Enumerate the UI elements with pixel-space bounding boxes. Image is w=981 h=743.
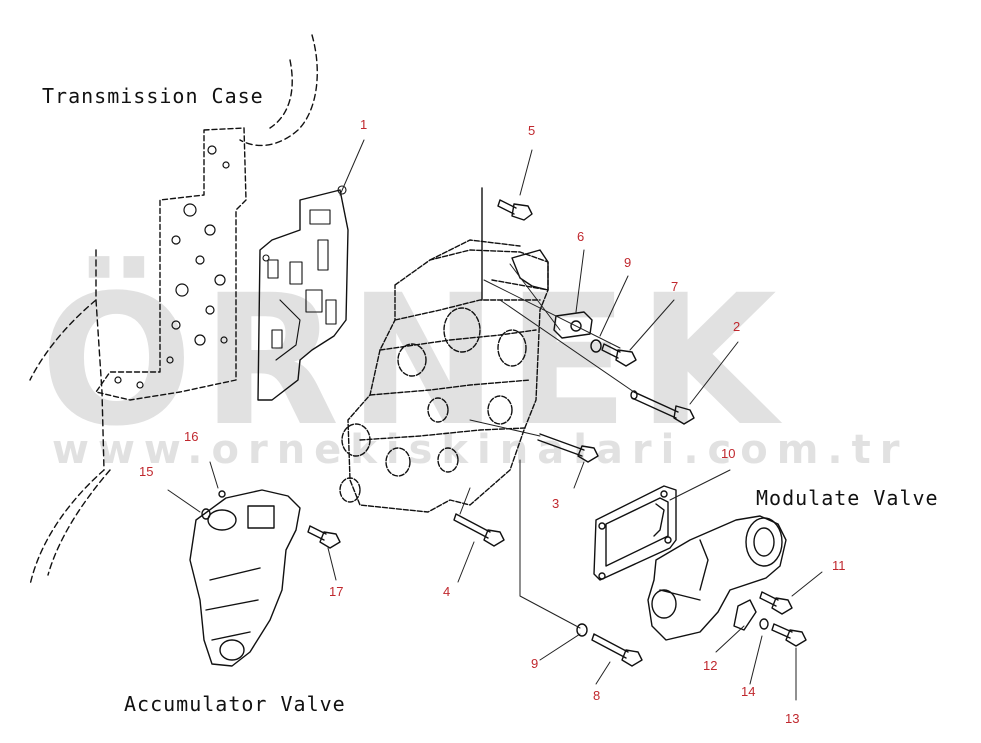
bolt-17 xyxy=(307,525,341,549)
label-transmission-case: Transmission Case xyxy=(42,84,264,108)
callout-9-lower: 9 xyxy=(531,656,539,671)
bolt-13 xyxy=(771,623,807,647)
callout-1: 1 xyxy=(360,117,368,132)
bolt-7 xyxy=(601,343,637,367)
case-plate xyxy=(95,127,247,401)
accumulator-valve-body xyxy=(189,489,301,667)
callout-9-upper: 9 xyxy=(624,255,632,270)
plate-12 xyxy=(733,599,757,631)
bolt-5 xyxy=(497,199,533,221)
bolt-8 xyxy=(591,633,643,667)
callout-11: 11 xyxy=(832,558,846,573)
callout-2: 2 xyxy=(733,319,741,334)
watermark-url: www.ornekiskinalari.com.tr xyxy=(52,427,909,473)
plug-6 xyxy=(553,311,593,339)
callout-17: 17 xyxy=(329,584,344,599)
callout-7: 7 xyxy=(671,279,679,294)
washer-9-lower xyxy=(576,623,588,637)
bolt-4 xyxy=(453,513,505,547)
label-accumulator-valve: Accumulator Valve xyxy=(124,692,346,716)
callout-8: 8 xyxy=(593,688,601,703)
washer-14 xyxy=(759,618,769,630)
callout-14: 14 xyxy=(741,684,756,699)
leader-lines xyxy=(167,139,823,701)
label-modulate-valve: Modulate Valve xyxy=(756,486,939,510)
modulate-valve-body xyxy=(647,515,787,641)
main-valve-body xyxy=(339,239,549,513)
separator-plate xyxy=(257,185,349,401)
watermark-brand: ÖRNEK xyxy=(40,257,785,466)
callout-3: 3 xyxy=(552,496,560,511)
callout-15: 15 xyxy=(139,464,154,479)
washer-9-upper xyxy=(590,339,602,353)
bolt-11 xyxy=(759,591,793,615)
callout-5: 5 xyxy=(528,123,536,138)
callout-4: 4 xyxy=(443,584,451,599)
bolt-2 xyxy=(630,390,695,425)
callout-12: 12 xyxy=(703,658,718,673)
o-ring-16 xyxy=(218,490,226,498)
cover-plate-10 xyxy=(593,485,677,581)
callout-6: 6 xyxy=(577,229,585,244)
callout-10: 10 xyxy=(721,446,736,461)
bolt-3 xyxy=(537,433,599,463)
callout-13: 13 xyxy=(785,711,800,726)
transmission-case-outline xyxy=(29,34,318,586)
callout-16: 16 xyxy=(184,429,199,444)
o-ring-15 xyxy=(201,508,211,520)
